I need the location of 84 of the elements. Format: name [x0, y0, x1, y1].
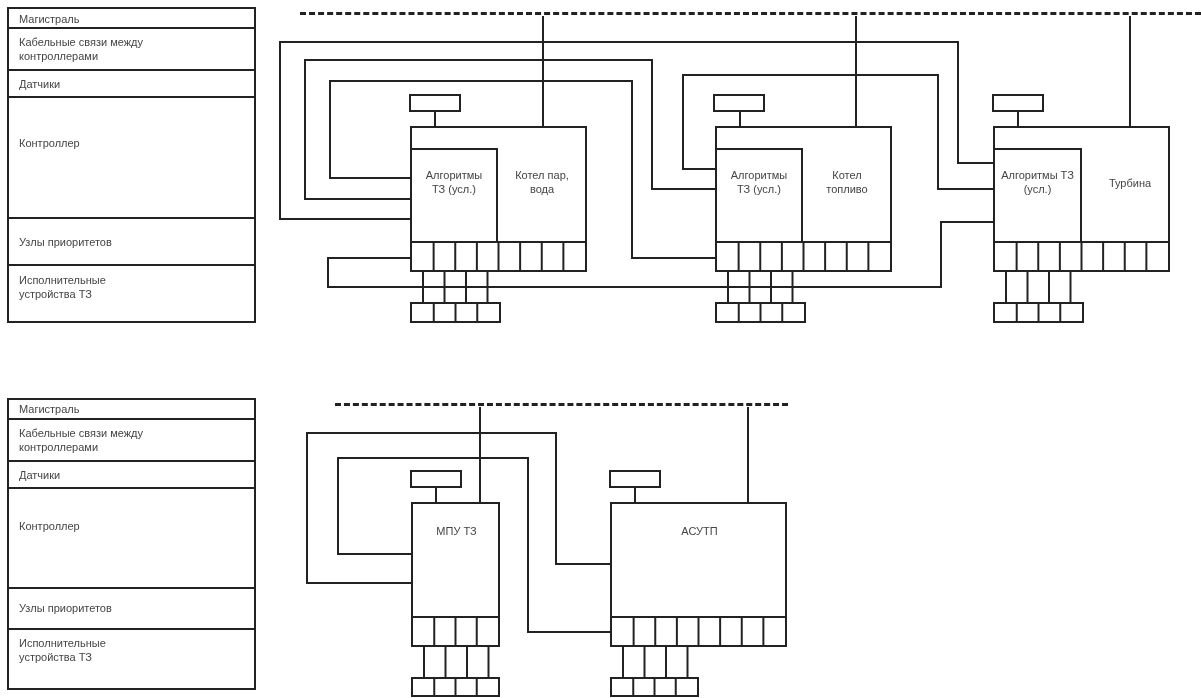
sensor-link — [1017, 111, 1019, 127]
row-label: Кабельные связи между контроллерами — [19, 426, 144, 454]
actuator-link — [1069, 271, 1072, 303]
actuator-link — [443, 271, 446, 303]
row-label: Исполнительные устройства ТЗ — [19, 273, 107, 301]
actuator-link — [748, 271, 751, 303]
cable-line — [682, 74, 994, 190]
controller-box — [411, 502, 500, 647]
sensor-box — [609, 470, 661, 488]
row-label: Датчики — [19, 468, 62, 482]
level-row — [7, 628, 256, 690]
actuator-link — [643, 646, 646, 678]
row-label: Узлы приоритетов — [19, 235, 113, 249]
block-label: Котел топливо — [825, 168, 869, 196]
row-label: Магистраль — [19, 12, 81, 26]
block-label: Алгоритмы ТЗ (усл.) — [729, 168, 789, 196]
row-label: Датчики — [19, 77, 62, 91]
sensor-link — [435, 487, 437, 503]
sensor-link — [634, 487, 636, 503]
sensor-box — [410, 470, 462, 488]
row-label: Исполнительные устройства ТЗ — [19, 636, 107, 664]
actuator-link — [686, 646, 689, 678]
actuator-link — [487, 646, 490, 678]
sensor-box — [409, 94, 461, 112]
level-row — [7, 27, 256, 71]
level-row — [7, 460, 256, 489]
controller-box — [410, 126, 587, 272]
level-row — [7, 96, 256, 219]
bus-link — [542, 15, 544, 127]
bus-line — [335, 403, 788, 407]
row-label: Магистраль — [19, 402, 81, 416]
bus-link — [747, 406, 749, 503]
level-row — [7, 418, 256, 462]
cable-line — [337, 457, 611, 633]
row-label: Узлы приоритетов — [19, 601, 113, 615]
actuator-link — [422, 271, 424, 303]
actuator-link — [423, 646, 425, 678]
level-row — [7, 7, 256, 29]
actuator-link — [444, 646, 447, 678]
actuator-link — [665, 646, 667, 678]
actuator-link — [770, 271, 772, 303]
bus-line — [300, 12, 1201, 16]
block-label: Турбина — [1107, 176, 1153, 190]
bus-link — [855, 15, 857, 127]
algorithm-block — [993, 148, 1082, 243]
actuator-link — [622, 646, 624, 678]
block-label: Алгоритмы ТЗ (усл.) — [424, 168, 484, 196]
row-label: Кабельные связи между контроллерами — [19, 35, 144, 63]
row-label: Контроллер — [19, 519, 81, 533]
level-row — [7, 398, 256, 420]
block-label: МПУ ТЗ — [435, 524, 478, 538]
sensor-link — [739, 111, 741, 127]
block-label: Котел пар, вода — [514, 168, 570, 196]
cable-line — [306, 432, 611, 584]
cable-line — [329, 80, 716, 259]
algorithm-block — [410, 148, 498, 243]
cable-line — [279, 41, 994, 220]
controller-box — [610, 502, 787, 647]
cable-line — [327, 221, 994, 288]
block-label: Алгоритмы ТЗ (усл.) — [1001, 168, 1074, 196]
actuator-link — [1005, 271, 1007, 303]
level-row — [7, 217, 256, 266]
controller-box — [993, 126, 1170, 272]
actuator-link — [1026, 271, 1029, 303]
block-label: АСУТП — [680, 524, 719, 538]
actuator-link — [727, 271, 729, 303]
actuator-link — [465, 271, 467, 303]
bus-link — [1129, 15, 1131, 127]
sensor-box — [992, 94, 1044, 112]
sensor-link — [434, 111, 436, 127]
actuator-link — [791, 271, 794, 303]
level-row — [7, 264, 256, 323]
actuator-link — [486, 271, 489, 303]
sensor-box — [713, 94, 765, 112]
controller-box — [715, 126, 892, 272]
level-row — [7, 69, 256, 98]
level-row — [7, 487, 256, 589]
row-label: Контроллер — [19, 136, 81, 150]
algorithm-block — [715, 148, 803, 243]
actuator-link — [466, 646, 468, 678]
level-row — [7, 587, 256, 630]
actuator-link — [1048, 271, 1050, 303]
cable-line — [304, 59, 716, 200]
bus-link — [479, 406, 481, 503]
